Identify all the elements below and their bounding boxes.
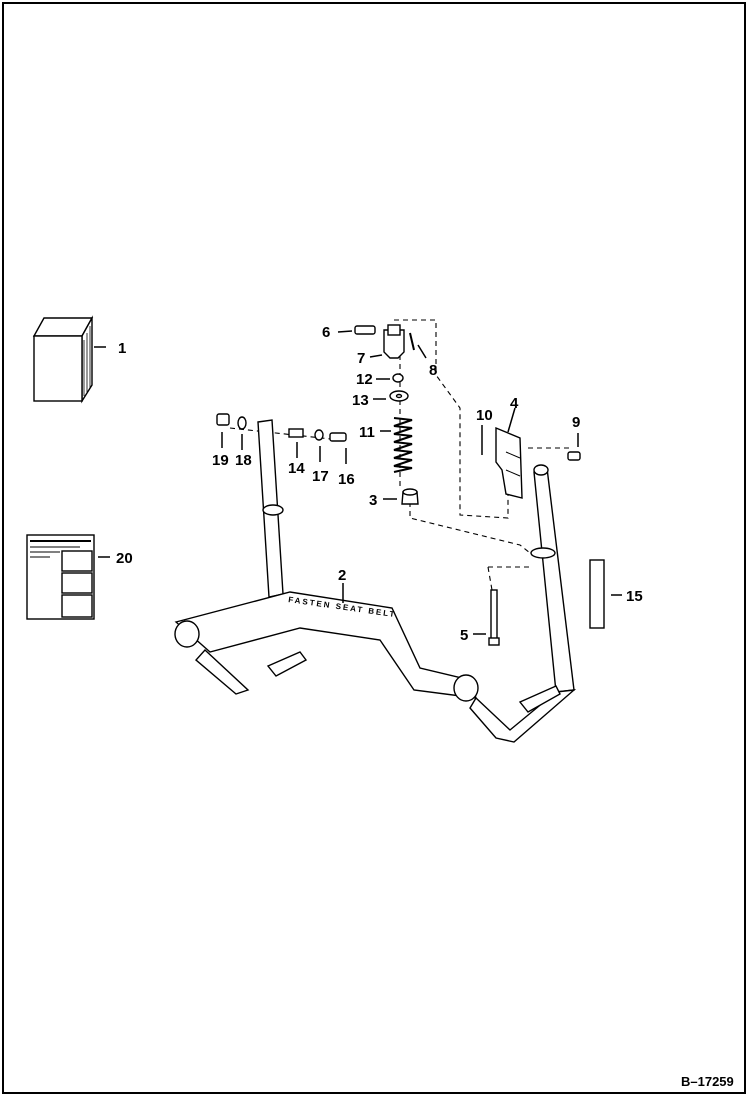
part-19-nut xyxy=(216,413,230,448)
callout-7: 7 xyxy=(357,350,365,367)
part-14-spacer xyxy=(288,428,304,458)
callout-11: 11 xyxy=(359,424,375,441)
part-8-cotter-pin xyxy=(409,332,427,359)
part-4-bracket xyxy=(495,407,523,499)
reference-number: B–17259 xyxy=(681,1074,734,1089)
part-1-manual-box xyxy=(32,315,106,404)
callout-13: 13 xyxy=(352,392,369,409)
callout-10: 10 xyxy=(476,407,493,424)
part-11-spring xyxy=(380,417,413,473)
part-5-long-bolt xyxy=(473,589,500,646)
callout-18: 18 xyxy=(235,452,252,469)
callout-5: 5 xyxy=(460,627,468,644)
part-9-bolt xyxy=(567,433,581,461)
part-18-washer xyxy=(237,416,247,450)
callout-8: 8 xyxy=(429,362,437,379)
callout-16: 16 xyxy=(338,471,355,488)
part-6-pin xyxy=(337,325,376,335)
part-17-washer xyxy=(314,429,324,462)
callout-14: 14 xyxy=(288,460,305,477)
part-7-clevis xyxy=(369,324,405,359)
callout-19: 19 xyxy=(212,452,229,469)
part-15-strip xyxy=(589,559,622,629)
part-16-bolt xyxy=(329,432,347,464)
callout-17: 17 xyxy=(312,468,329,485)
callout-6: 6 xyxy=(322,324,330,341)
callout-12: 12 xyxy=(356,371,373,388)
callout-2: 2 xyxy=(338,567,346,584)
part-20-decal-sheet xyxy=(26,534,110,620)
callout-3: 3 xyxy=(369,492,377,509)
callout-4: 4 xyxy=(510,395,519,412)
part-12-nut xyxy=(376,373,404,383)
callout-9: 9 xyxy=(572,414,580,431)
part-2-seat-bar xyxy=(174,419,577,743)
callout-1: 1 xyxy=(118,340,126,357)
callout-15: 15 xyxy=(626,588,643,605)
callout-20: 20 xyxy=(116,550,133,567)
part-3-bushing xyxy=(383,488,419,505)
part-13-washer xyxy=(373,390,409,402)
